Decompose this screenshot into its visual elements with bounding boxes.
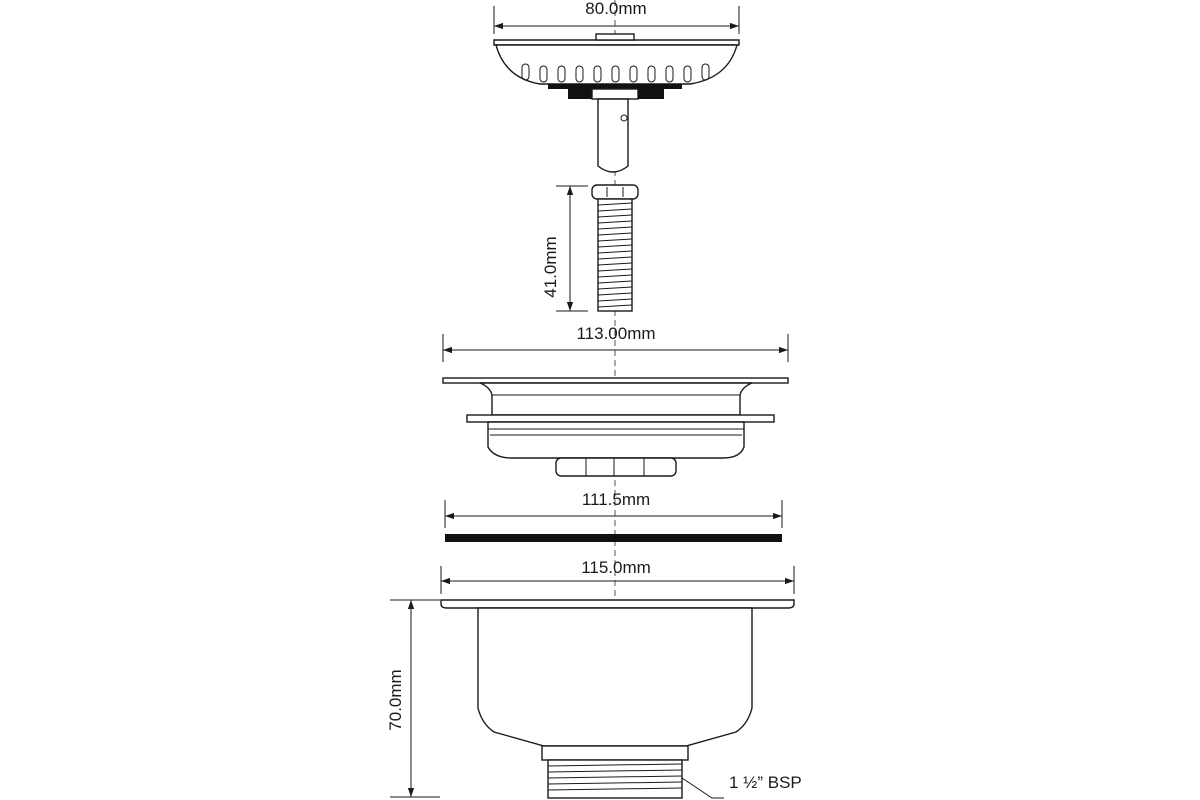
dim-flange-width: 113.00mm [576,324,655,343]
dim-body-height: 70.0mm [386,669,405,730]
sink-flange: 113.00mm [442,324,789,477]
gasket: 111.5mm [444,490,783,542]
dim-gasket-width: 111.5mm [582,490,650,509]
basket-slots [521,63,710,83]
strainer-basket: 80.0mm [493,0,740,173]
dim-body-width: 115.0mm [581,558,651,577]
outlet-threads [547,763,683,791]
thread-callout: 1 ½” BSP [729,773,802,792]
dim-rod-length: 41.0mm [541,236,560,297]
threaded-rod: 41.0mm [541,184,639,312]
dim-strainer-width: 80.0mm [585,0,646,18]
drain-body: 115.0mm 70.0mm 1 ½” BSP [386,558,802,799]
rod-threads [597,202,633,308]
